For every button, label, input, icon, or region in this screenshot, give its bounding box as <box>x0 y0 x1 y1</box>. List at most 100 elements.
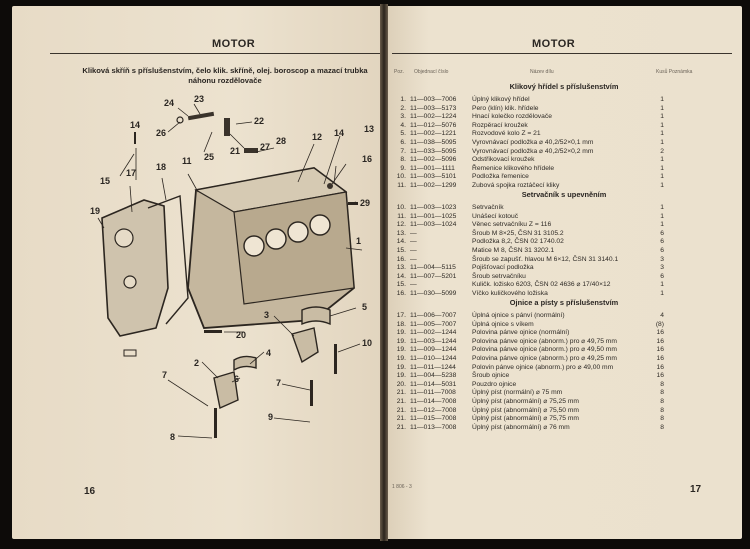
callout-1: 1 <box>356 236 361 246</box>
row-quantity: 1 <box>660 104 664 112</box>
col-header-qty: Kusů Poznámka <box>656 69 693 75</box>
cylinder-bore-3 <box>287 221 309 243</box>
row-position: 1. <box>400 96 406 103</box>
row-position: 3. <box>400 113 406 121</box>
row-quantity: 1 <box>660 221 664 229</box>
bolt <box>348 202 358 205</box>
callout-2: 2 <box>194 358 199 368</box>
callout-3: 3 <box>264 310 269 320</box>
callout-13: 13 <box>364 124 374 134</box>
row-part-number: 11—005—7007 <box>410 320 457 328</box>
row-position: 15. <box>396 247 406 254</box>
bearing-shell-5 <box>301 306 331 326</box>
row-quantity: 6 <box>660 238 664 246</box>
callout-7b: 7 <box>276 378 281 388</box>
callout-4: 4 <box>266 348 271 358</box>
row-quantity: 16 <box>656 355 664 362</box>
row-part-number: 11—002—1224 <box>410 113 457 121</box>
row-part-name: Věnec setrvačníku Z = 116 <box>472 221 552 229</box>
row-part-number: 11—004—5115 <box>410 264 456 272</box>
row-part-name: Polovina pánve ojnice (abnorm.) pro ⌀ 49… <box>472 355 617 362</box>
row-part-number: 11—003—5173 <box>410 104 457 112</box>
row-position: 11. <box>397 182 406 189</box>
row-quantity: 1 <box>660 96 664 103</box>
row-part-number: 11—011—1244 <box>410 363 456 371</box>
bearing-shell-4 <box>233 355 257 372</box>
front-cover-bore-lower <box>123 275 137 289</box>
row-part-number: 11—014—5031 <box>410 380 457 388</box>
row-part-number: 11—002—5096 <box>410 156 457 164</box>
row-part-name: Podložka řemenice <box>472 173 529 181</box>
gasket <box>147 195 189 325</box>
callout-14b: 14 <box>334 128 344 138</box>
right-page-header: MOTOR <box>532 38 576 50</box>
row-part-name: Vyrovnávací podložka ⌀ 40,2/52×0,1 mm <box>472 139 594 146</box>
row-part-number: 11—009—1244 <box>410 346 457 354</box>
parts-table-row: 16.—Šroub se zapušť. hlavou M 6×12, ČSN … <box>386 256 742 264</box>
small-plate <box>123 349 137 357</box>
row-part-name: Úplný píst (abnormální) ⌀ 75,75 mm <box>472 415 579 423</box>
row-position: 19. <box>396 355 406 362</box>
row-position: 21. <box>396 423 406 431</box>
row-part-name: Úplný píst (abnormální) ⌀ 76 mm <box>472 423 570 431</box>
row-part-name: Šroub M 8×25, ČSN 31 3105.2 <box>472 229 564 237</box>
row-part-name: Řemenice klikového hřídele <box>472 164 555 172</box>
row-quantity: 16 <box>656 346 664 354</box>
cylinder-bore-2 <box>265 228 287 250</box>
row-part-number: 11—003—1244 <box>410 337 457 345</box>
row-part-number: 11—002—1221 <box>410 130 457 138</box>
row-part-name: Zubová spojka roztáčecí kliky <box>472 182 560 189</box>
row-quantity: 1 <box>660 164 664 172</box>
row-part-name: Úplný klikový hřídel <box>472 96 530 103</box>
row-part-name: Pouzdro ojnice <box>472 380 517 388</box>
front-cover-plate <box>101 199 169 337</box>
row-quantity: 16 <box>656 372 664 380</box>
row-position: 10. <box>396 173 406 181</box>
row-quantity: 1 <box>660 113 664 121</box>
row-quantity: 1 <box>660 121 664 129</box>
row-quantity: 4 <box>660 312 664 319</box>
row-quantity: 6 <box>660 229 664 237</box>
row-part-name: Odstřikovací kroužek <box>472 156 535 164</box>
row-quantity: 8 <box>660 398 664 405</box>
row-part-name: Rozpěrací kroužek <box>472 121 528 129</box>
row-position: 15. <box>396 281 406 289</box>
row-part-number: 11—011—7008 <box>410 389 456 397</box>
row-position: 5. <box>400 130 406 138</box>
callout-29: 29 <box>360 198 370 208</box>
row-quantity: 6 <box>660 272 664 280</box>
row-quantity: 8 <box>660 406 664 414</box>
row-quantity: (8) <box>655 320 664 328</box>
callout-17: 17 <box>126 168 136 178</box>
row-part-number: 11—013—7008 <box>410 423 457 431</box>
row-quantity: 1 <box>660 204 664 211</box>
row-part-name: Polovin pánve ojnice (abnorm.) pro ⌀ 49,… <box>472 363 614 371</box>
row-quantity: 8 <box>660 423 664 431</box>
caption-line-2: náhonu rozdělovače <box>188 75 262 85</box>
rod-bolt-7 <box>310 380 313 406</box>
section-title: Klikový hřídel s příslušenstvím <box>509 82 619 91</box>
row-part-name: Vyrovnávací podložka ⌀ 40,2/52×0,2 mm <box>472 147 594 155</box>
callout-8: 8 <box>170 432 175 442</box>
row-part-name: Podložka 8,2, ČSN 02 1740.02 <box>472 238 564 246</box>
rod-bolt-10 <box>334 344 337 374</box>
row-position: 4. <box>400 121 406 129</box>
illustration-caption: Kliková skříň s příslušenstvím, čelo kli… <box>70 66 380 85</box>
row-part-number: 11—002—1299 <box>410 182 457 189</box>
plug <box>327 183 333 189</box>
row-quantity: 2 <box>660 147 664 155</box>
